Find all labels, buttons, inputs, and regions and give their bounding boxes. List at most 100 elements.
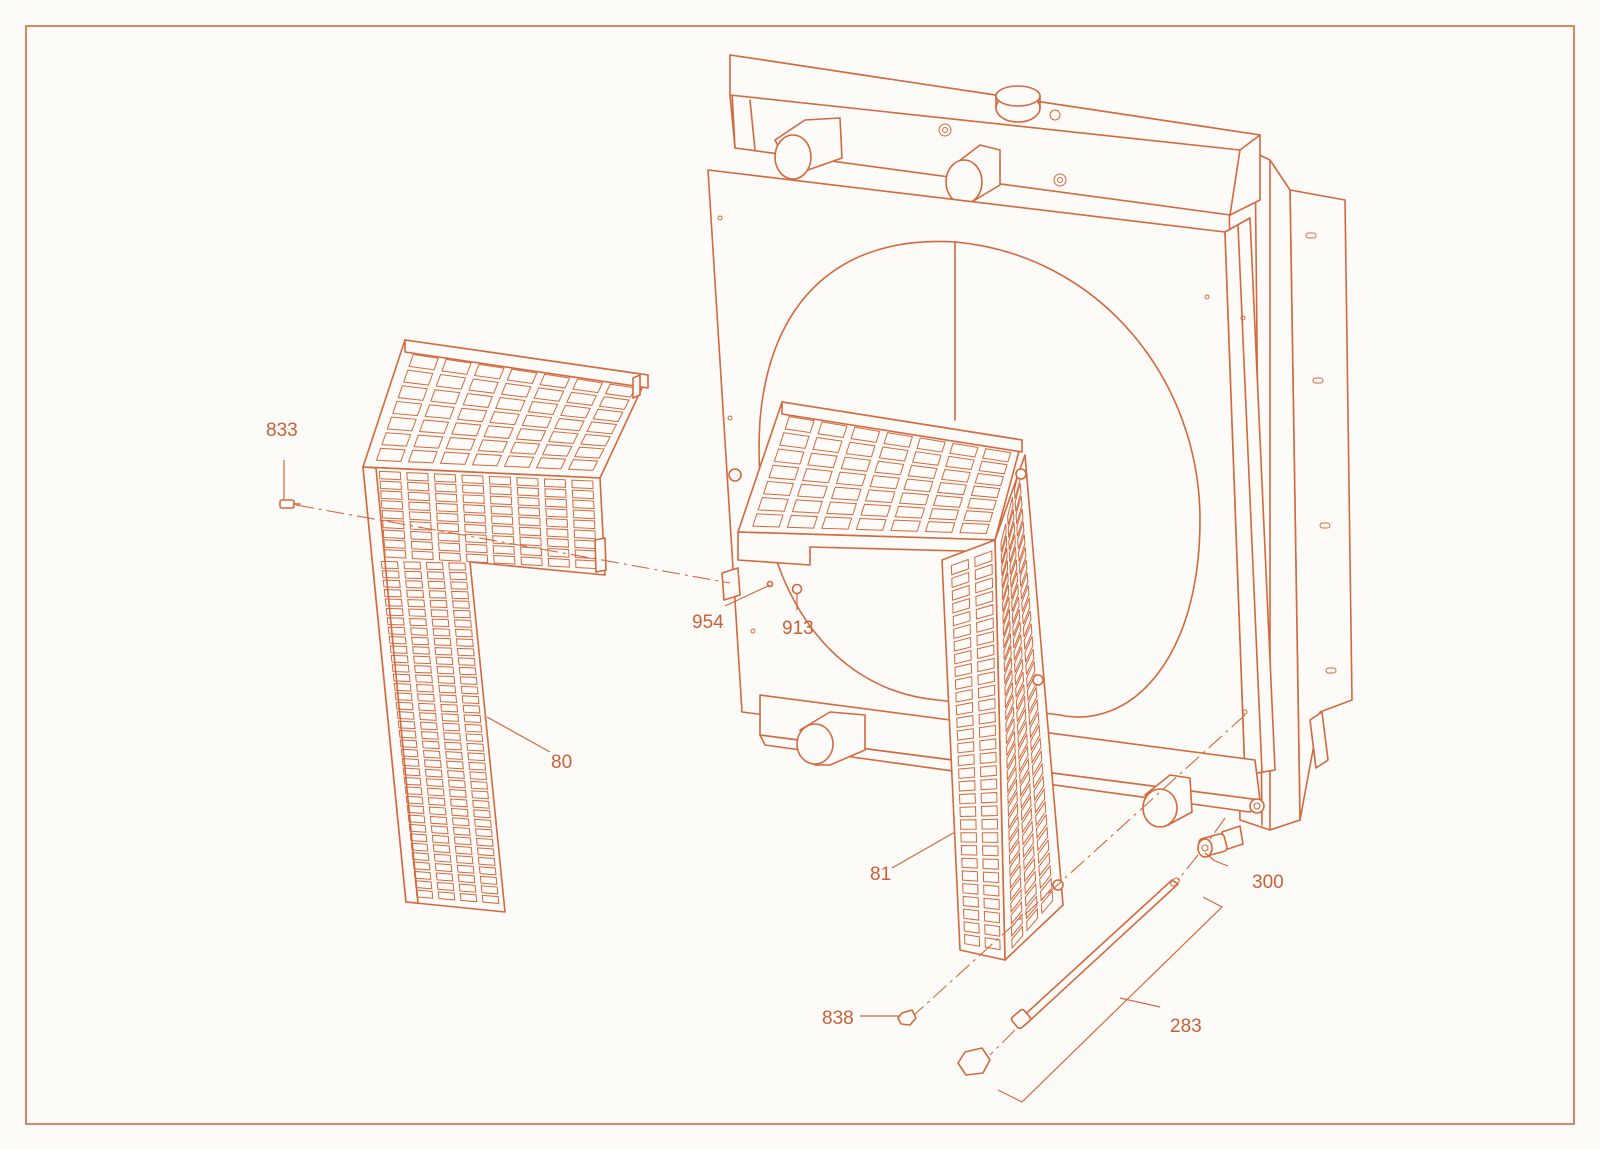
grille-slot (1004, 657, 1013, 684)
grille-slot (430, 609, 449, 618)
grille-slot (495, 396, 526, 412)
grille-slot (463, 714, 482, 724)
grille-slot (476, 847, 495, 857)
grille-slot (953, 623, 971, 640)
grille-slot (978, 460, 1008, 475)
grille-slot (960, 832, 978, 843)
grille-slot (952, 597, 971, 614)
grille-slot (1035, 800, 1047, 827)
grille-slot (573, 446, 605, 459)
left-grille-guard (362, 339, 649, 913)
grille-slot (380, 560, 399, 570)
grille-slot (757, 497, 789, 512)
grille-slot (1025, 648, 1035, 675)
grille-slot (455, 855, 474, 865)
grille-slot (456, 864, 475, 874)
grille-slot (451, 422, 482, 437)
grille-slot (408, 501, 431, 512)
grille-slot (1031, 749, 1043, 777)
leader-line (1119, 997, 1161, 1008)
grille-slot (411, 852, 430, 862)
grille-slot (1014, 659, 1024, 686)
grille-slot (518, 526, 542, 537)
grille-slot (959, 522, 990, 534)
grille-slot (1005, 694, 1014, 720)
grille-slot (432, 844, 451, 854)
grille-slot (952, 610, 971, 627)
grille-slot (393, 682, 412, 692)
grille-slot (400, 748, 419, 758)
grille-slot (850, 426, 881, 443)
grille-slot (976, 644, 995, 660)
grille-slot (1025, 895, 1038, 920)
grille-slot (961, 857, 978, 869)
grille-slot (1013, 634, 1022, 661)
grille-slot (379, 480, 402, 491)
grille-slot (419, 721, 438, 731)
grille-slot (453, 619, 472, 628)
grille-slot (1026, 907, 1039, 932)
grille-slot (1020, 795, 1032, 822)
grille-slot (464, 533, 488, 544)
grille-slot (821, 516, 853, 530)
grille-slot (491, 525, 514, 535)
grille-slot (1020, 782, 1031, 810)
grille-slot (452, 600, 471, 609)
grille-slot (547, 557, 570, 568)
grille-slot (1012, 609, 1021, 636)
grille-slot (489, 485, 512, 496)
grille-slot (963, 510, 994, 523)
grille-slot (469, 771, 488, 781)
grille-slot (426, 571, 445, 580)
grille-slot (478, 866, 497, 876)
grille-slot (945, 455, 975, 471)
grille-slot (786, 514, 819, 529)
grille-slot (467, 752, 486, 762)
grille-slot (386, 416, 417, 432)
grille-slot (430, 389, 461, 405)
grille-slot (433, 473, 457, 483)
grille-slot (1003, 621, 1011, 648)
grille-slot (462, 704, 481, 714)
grille-slot (475, 828, 493, 838)
grille-slot (1018, 546, 1027, 575)
grille-slot (428, 806, 447, 816)
grille-slot (566, 391, 598, 406)
grille-slot (491, 515, 514, 526)
grille-slot (545, 518, 569, 528)
grille-slot (1024, 636, 1034, 663)
grille-slot (489, 495, 513, 506)
grille-slot (384, 598, 403, 607)
grille-slot (439, 451, 470, 465)
grille-slot (974, 563, 993, 581)
grille-slot (375, 447, 406, 462)
grille-slot (961, 870, 979, 882)
grille-slot (423, 759, 442, 769)
grille-slot (517, 496, 540, 507)
grille-slot (980, 791, 998, 804)
grille-slot (983, 910, 1001, 924)
grille-slot (1015, 684, 1025, 710)
grille-slot (521, 414, 553, 429)
grille-slot (779, 432, 810, 449)
grille-slot (977, 671, 995, 686)
grille-slot (416, 683, 434, 693)
grille-slot (978, 711, 996, 725)
grille-slot (963, 908, 980, 921)
grille-slot (541, 444, 573, 457)
grille-slot (984, 924, 1001, 937)
grille-slot (435, 502, 459, 513)
grille-slot (1023, 845, 1035, 871)
grille-slot (417, 702, 436, 712)
grille-slot (963, 933, 981, 947)
grille-slot (516, 477, 539, 487)
grille-slot (383, 589, 402, 598)
grille-slot (573, 519, 596, 530)
grille-slot (791, 499, 823, 514)
grille-slot (438, 542, 461, 552)
grille-slot (468, 761, 487, 771)
grille-slot (439, 694, 458, 703)
grille-slot (404, 570, 423, 580)
grille-slot (461, 474, 484, 485)
grille-slot (464, 723, 483, 733)
